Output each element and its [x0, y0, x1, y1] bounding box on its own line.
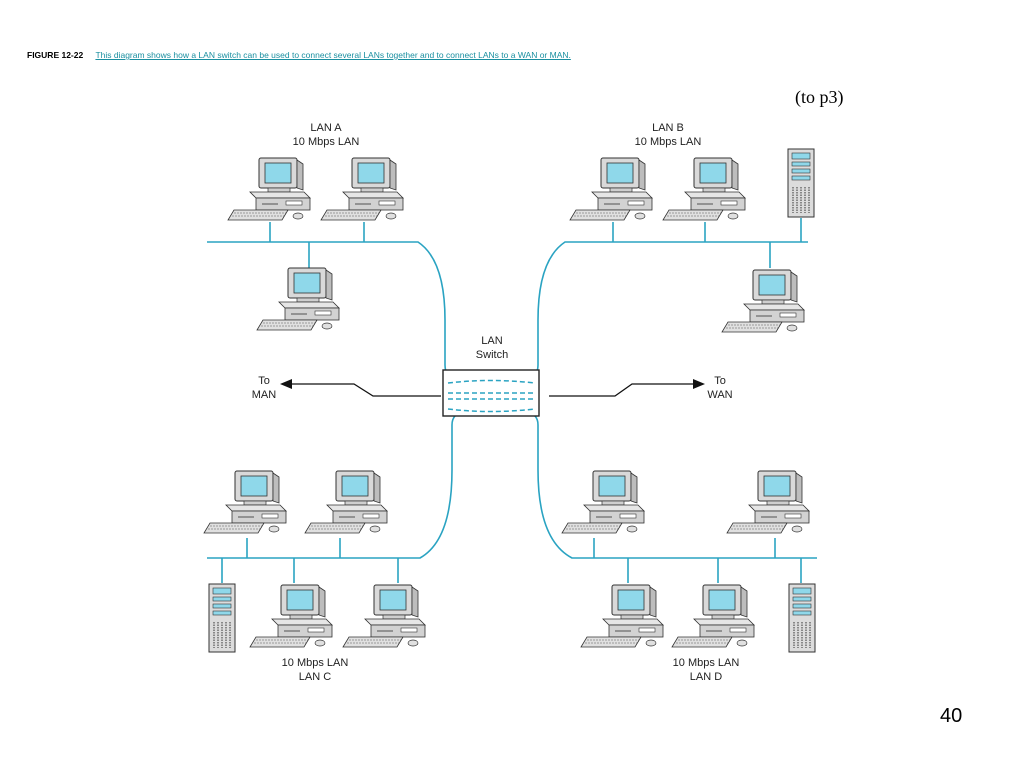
- lan-c-computer-icon: [304, 470, 388, 534]
- figure-caption-link[interactable]: This diagram shows how a LAN switch can …: [95, 50, 571, 60]
- page-number: 40: [940, 705, 963, 727]
- man-arrow-icon: [280, 379, 292, 389]
- lan-a-computer-icon: [227, 157, 311, 221]
- lan-a-computer-icon: [320, 157, 404, 221]
- lan-d-computer-icon: [726, 470, 810, 534]
- figure-number: FIGURE 12-22: [27, 50, 84, 60]
- lan-c-speed: 10 Mbps LAN: [282, 657, 349, 669]
- lan-d-name: LAN D: [690, 671, 722, 683]
- wan-man-links: [287, 383, 698, 397]
- lan-b-computer-icon: [721, 269, 805, 333]
- lan-b-computer-icon: [569, 157, 653, 221]
- lan-b-name: LAN B: [652, 122, 684, 134]
- lan-c-name: LAN C: [299, 671, 331, 683]
- man-label-line2: MAN: [252, 389, 277, 401]
- lan-a-computer-icon: [256, 267, 340, 331]
- lan-b-speed: 10 Mbps LAN: [635, 136, 702, 148]
- man-link: [287, 383, 441, 397]
- lan-a-speed: 10 Mbps LAN: [293, 136, 360, 148]
- lan-d-speed: 10 Mbps LAN: [673, 657, 740, 669]
- lan-b-computer-icon: [662, 157, 746, 221]
- lan-d-server-icon: [788, 583, 816, 653]
- wan-link: [549, 383, 698, 397]
- lan-switch-icon: [442, 369, 540, 417]
- lan-a-name: LAN A: [310, 122, 342, 134]
- lan-c-computer-icon: [203, 470, 287, 534]
- figure-caption: FIGURE 12-22 This diagram shows how a LA…: [27, 50, 571, 60]
- lan-d-computer-icon: [580, 584, 664, 648]
- wan-label-line1: To: [714, 375, 726, 387]
- lan-d-computer-icon: [561, 470, 645, 534]
- lan-c-server-icon: [208, 583, 236, 653]
- lan-d-computer-icon: [671, 584, 755, 648]
- lan-c-computer-icon: [249, 584, 333, 648]
- switch-label-line2: Switch: [476, 349, 508, 361]
- lan-c-computer-icon: [342, 584, 426, 648]
- wan-label-line2: WAN: [707, 389, 732, 401]
- page-reference-note: (to p3): [795, 87, 844, 107]
- wan-arrow-icon: [693, 379, 705, 389]
- man-label-line1: To: [258, 375, 270, 387]
- lan-b-server-icon: [787, 148, 815, 218]
- switch-label-line1: LAN: [481, 335, 502, 347]
